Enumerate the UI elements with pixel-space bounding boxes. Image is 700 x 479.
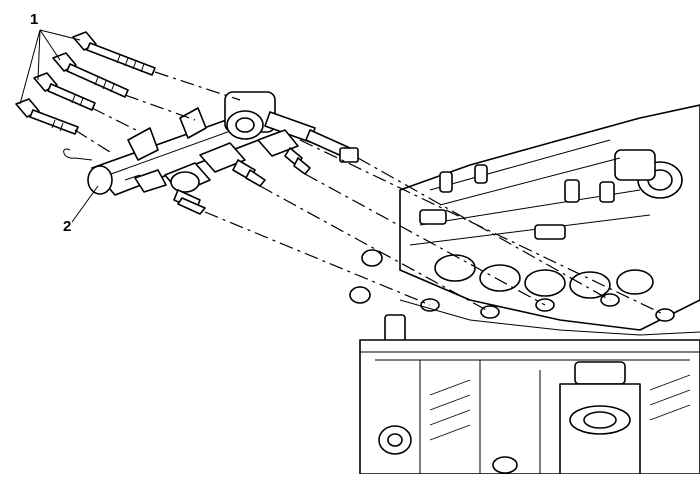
bolt xyxy=(15,98,79,135)
cylinder-head xyxy=(349,104,700,346)
bolt xyxy=(72,31,156,76)
injector xyxy=(199,142,266,187)
alignment-lines xyxy=(74,71,666,316)
leader-lines xyxy=(19,29,99,223)
fuel-rail xyxy=(63,91,359,196)
injector xyxy=(257,129,311,175)
callout-label-2: 2 xyxy=(63,218,72,235)
engine-block xyxy=(359,339,700,475)
fuel-injectors xyxy=(124,129,311,215)
bolt xyxy=(33,72,96,111)
injector xyxy=(164,162,211,215)
injector xyxy=(124,169,167,193)
bolt-set xyxy=(15,31,156,135)
callout-label-1: 1 xyxy=(30,11,39,28)
